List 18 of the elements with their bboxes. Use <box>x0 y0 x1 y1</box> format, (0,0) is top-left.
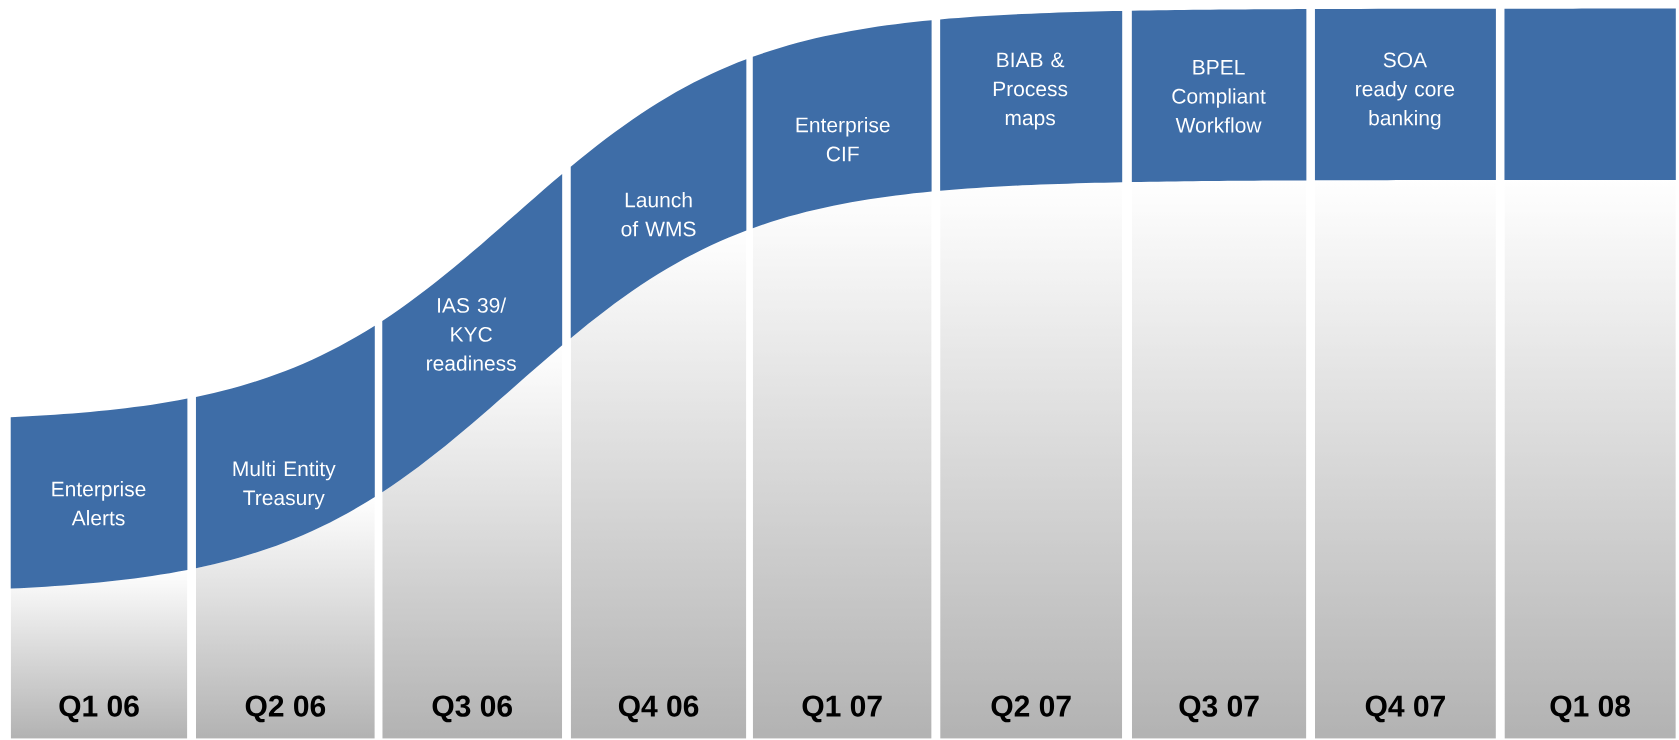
quarter-label: Q3 06 <box>432 695 512 723</box>
quarter-label: Q1 08 <box>1550 695 1631 723</box>
roadmap-band <box>1504 8 1676 180</box>
quarter-label: Q1 07 <box>802 695 882 723</box>
quarter-label: Q2 07 <box>991 695 1071 723</box>
roadmap-band: Enterprise Alerts <box>10 398 188 589</box>
roadmap-band: IAS 39/ KYC readiness <box>382 173 563 493</box>
roadmap-band: Multi Entity Treasury <box>195 325 375 569</box>
roadmap-band: SOA ready core banking <box>1314 8 1496 181</box>
quarter-label: Q4 06 <box>618 695 699 723</box>
quarter-label: Q1 06 <box>59 695 139 723</box>
roadmap-band: Enterprise CIF <box>752 20 932 229</box>
roadmap-band: BIAB & Process maps <box>940 10 1123 191</box>
roadmap-band: Launch of WMS <box>570 59 747 339</box>
roadmap-band: BPEL Compliant Workflow <box>1131 9 1307 183</box>
quarter-label: Q3 07 <box>1179 695 1259 723</box>
quarter-label: Q4 07 <box>1365 695 1445 723</box>
quarter-label: Q2 06 <box>245 695 326 723</box>
